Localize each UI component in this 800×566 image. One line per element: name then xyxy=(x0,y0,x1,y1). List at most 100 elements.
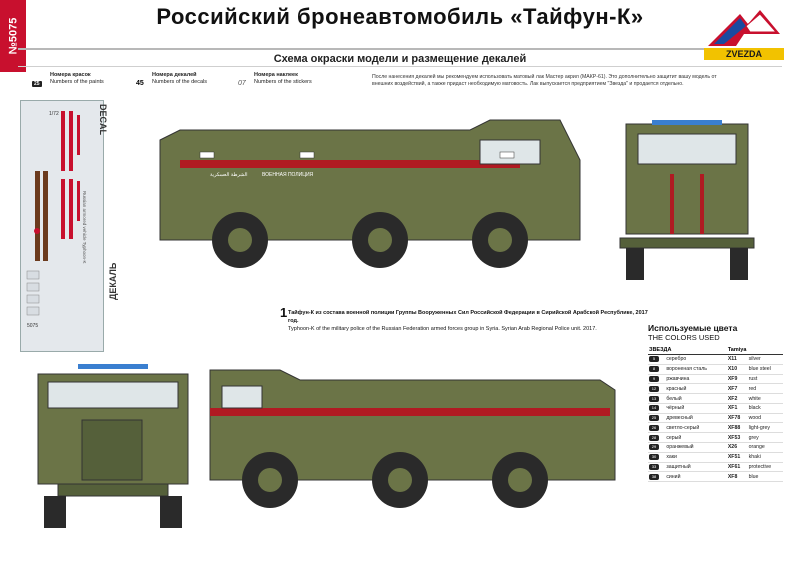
color-name-ru: синий xyxy=(665,471,727,483)
color-code: X26 xyxy=(726,442,748,453)
color-badge-icon: 8 xyxy=(648,364,666,375)
decal-text: Russian armored vehicle Typhoon-K xyxy=(82,191,87,264)
legend-stickers-ru: Номера наклеек xyxy=(254,72,298,78)
color-name-ru: ржавчина xyxy=(665,374,727,385)
side-view-left xyxy=(159,119,581,268)
color-code: XF7 xyxy=(726,383,748,395)
color-name-ru: белый xyxy=(665,393,727,404)
color-code: XF2 xyxy=(726,393,748,404)
legend-paints-en: Numbers of the paints xyxy=(50,79,104,85)
color-name-ru: серебро xyxy=(665,354,727,365)
col-tamiya-header: Tamiya xyxy=(726,346,783,355)
color-badge-icon: 5 xyxy=(648,354,666,365)
color-badge-icon: 13 xyxy=(648,393,666,404)
legend-stickers: 07 Номера наклеек Numbers of the sticker… xyxy=(238,72,312,90)
rear-view xyxy=(37,364,189,528)
scheme-number: 1 xyxy=(280,305,288,320)
legend-decals-number: 45 xyxy=(136,80,144,87)
color-name-en: silver xyxy=(747,354,783,365)
colors-panel: Используемые цвета THE COLORS USED ЗВЕЗД… xyxy=(648,323,783,548)
color-name-ru: хаки xyxy=(665,452,727,463)
zvezda-logo: ZVEZDA xyxy=(700,4,788,62)
color-name-ru: оранжевый xyxy=(665,442,727,453)
color-code: XF78 xyxy=(726,413,748,424)
varnish-note: После нанесения декалей мы рекомендуем и… xyxy=(372,74,717,87)
color-name-ru: вороненая сталь xyxy=(665,364,727,375)
color-code: XF61 xyxy=(726,462,748,473)
color-badge-icon: 14 xyxy=(648,403,666,414)
legend-decals: 45 Номера декалей Numbers of the decals xyxy=(136,72,207,90)
scheme-caption: Тайфун-К из состава военной полиции Груп… xyxy=(288,309,648,333)
color-name-ru: древесный xyxy=(665,413,727,424)
color-name-ru: серый xyxy=(665,432,727,444)
color-name-en: blue xyxy=(747,471,783,483)
color-name-en: white xyxy=(747,393,783,404)
color-badge-icon: 26 xyxy=(648,422,666,434)
legend-stickers-en: Numbers of the stickers xyxy=(254,79,312,85)
color-code: XF8 xyxy=(726,471,748,483)
legend-decals-ru: Номера декалей xyxy=(152,72,197,78)
color-code: X10 xyxy=(726,364,748,375)
color-code: XF53 xyxy=(726,432,748,444)
col-zvezda-header: ЗВЕЗДА xyxy=(648,346,727,355)
legend-paints: 25 Номера красок Numbers of the paints xyxy=(32,72,104,90)
colors-title-en: THE COLORS USED xyxy=(648,333,720,342)
color-code: XF1 xyxy=(726,403,748,414)
color-name-en: black xyxy=(747,403,783,414)
side-view-right xyxy=(209,369,616,508)
color-badge-icon: 25 xyxy=(648,413,666,424)
police-text-ru: ВОЕННАЯ ПОЛИЦИЯ xyxy=(262,172,314,178)
paint-badge-icon: 25 xyxy=(32,81,42,87)
color-code: XF51 xyxy=(726,452,748,463)
color-name-en: protective xyxy=(747,462,783,473)
front-view xyxy=(619,120,755,280)
color-name-en: rust xyxy=(747,374,783,385)
color-badge-icon: 12 xyxy=(648,383,666,395)
color-badge-icon: 9 xyxy=(648,374,666,385)
catalog-number-tab: №5075 xyxy=(0,0,26,72)
color-name-en: wood xyxy=(747,413,783,424)
legend-paints-ru: Номера красок xyxy=(50,72,91,78)
color-badge-icon: 33 xyxy=(648,462,666,473)
color-badge-icon: 28 xyxy=(648,432,666,444)
divider xyxy=(18,48,782,50)
legend-decals-en: Numbers of the decals xyxy=(152,79,208,85)
caption-en: Typhoon-K of the military police of the … xyxy=(288,326,597,332)
legend-stickers-number: 07 xyxy=(238,80,246,87)
color-name-en: grey xyxy=(747,432,783,444)
color-code: XF88 xyxy=(726,422,748,434)
color-name-en: khaki xyxy=(747,452,783,463)
decal-label-en: DECAL xyxy=(98,104,108,135)
decal-sheet: 1/72 Russian armored vehicle Typhoon-K 5… xyxy=(20,100,104,352)
decal-label-ru: ДЕКАЛЬ xyxy=(108,262,118,300)
colors-title-ru: Используемые цвета xyxy=(648,323,738,333)
page-title: Российский бронеавтомобиль «Тайфун-К» xyxy=(156,4,644,29)
color-code: XF9 xyxy=(726,374,748,385)
decal-code: 5075 xyxy=(27,323,39,329)
caption-ru: Тайфун-К из состава военной полиции Груп… xyxy=(288,310,648,324)
color-name-en: light-grey xyxy=(747,422,783,434)
color-badge-icon: 30 xyxy=(648,452,666,463)
color-code: X11 xyxy=(726,354,748,365)
divider xyxy=(18,66,782,67)
page-subtitle: Схема окраски модели и размещение декале… xyxy=(273,53,527,65)
color-name-ru: красный xyxy=(665,383,727,395)
color-name-ru: светло-серый xyxy=(665,422,727,434)
color-name-en: blue steel xyxy=(747,364,783,375)
color-badge-icon: 38 xyxy=(648,471,666,483)
color-name-ru: защитный xyxy=(665,462,727,473)
police-text-ar: الشرطة العسكرية xyxy=(210,172,248,178)
decal-scale: 1/72 xyxy=(49,111,59,117)
color-name-en: red xyxy=(747,383,783,395)
